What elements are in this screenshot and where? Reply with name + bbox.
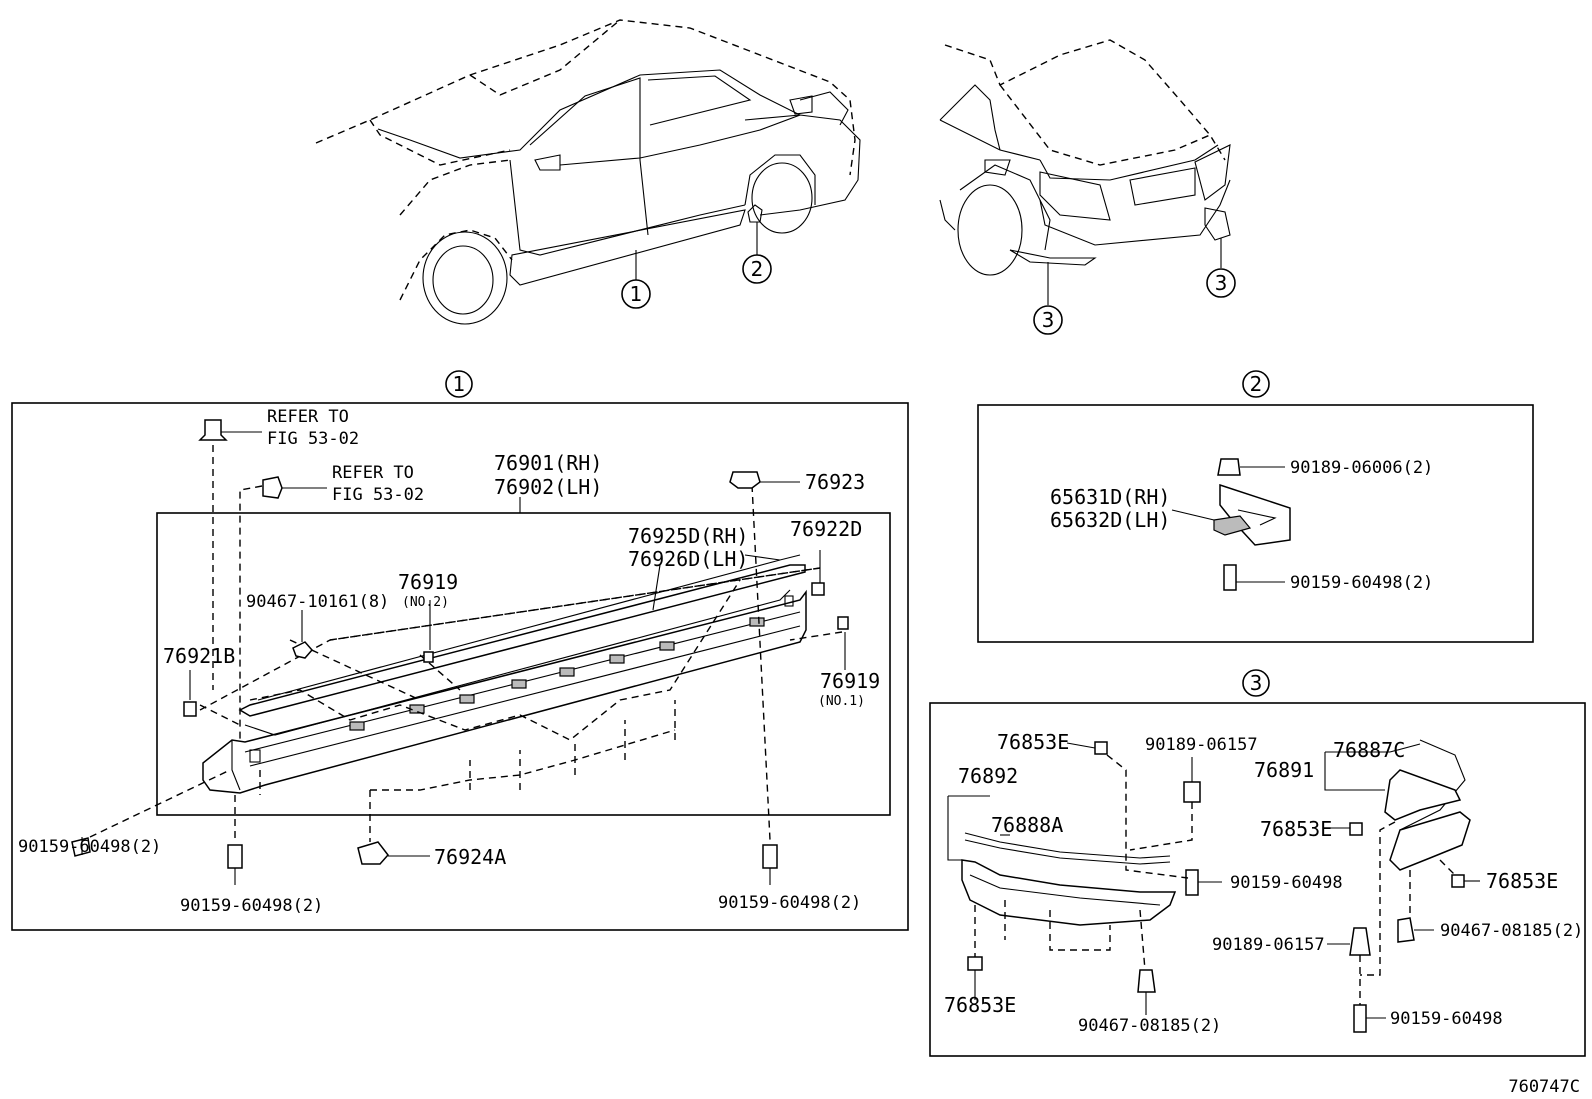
part-90159-60498-s3a: 90159-60498 <box>1230 873 1343 893</box>
section-2-marker: 2 <box>1250 372 1263 396</box>
part-76892: 76892 <box>958 764 1018 788</box>
part-90467-08185-left: 90467-08185(2) <box>1078 1016 1221 1036</box>
rocker-panel-assembly <box>202 554 807 794</box>
section-3-marker: 3 <box>1250 671 1263 695</box>
part-65632d: 65632D(LH) <box>1050 508 1170 532</box>
part-76919-no2: 76919 <box>398 570 458 594</box>
part-76921b: 76921B <box>163 644 235 668</box>
refer-to-label-1: REFER TO <box>267 407 349 427</box>
part-90159-right: 90159-60498(2) <box>718 893 861 913</box>
part-90467-08185-right: 90467-08185(2) <box>1440 921 1583 941</box>
part-90467-10161: 90467-10161(8) <box>246 592 389 612</box>
part-90159-left: 90159-60498(2) <box>18 837 161 857</box>
part-76925d: 76925D(RH) <box>628 524 748 548</box>
part-76888a: 76888A <box>991 813 1063 837</box>
part-76853e-2: 76853E <box>1260 817 1332 841</box>
part-76891: 76891 <box>1254 758 1314 782</box>
part-76853e-3: 76853E <box>1486 869 1558 893</box>
part-76924a: 76924A <box>434 845 506 869</box>
part-90189-06157-1: 90189-06157 <box>1145 735 1258 755</box>
callout-3b: 3 <box>1215 271 1228 295</box>
section-1-fasteners <box>71 419 849 869</box>
refer-to-label-2: REFER TO <box>332 463 414 483</box>
fig-ref-label-1: FIG 53-02 <box>267 429 359 449</box>
callout-2-circle <box>742 254 772 284</box>
part-76902: 76902(LH) <box>494 475 602 499</box>
part-76919-no2-note: (NO.2) <box>402 595 449 610</box>
section-3-frame <box>929 702 1586 1057</box>
part-90159-bottom: 90159-60498(2) <box>180 896 323 916</box>
callout-3a: 3 <box>1042 308 1055 332</box>
section-2-frame <box>977 404 1534 643</box>
part-76919-no1: 76919 <box>820 669 880 693</box>
callout-3a-circle <box>1033 305 1063 335</box>
part-76901: 76901(RH) <box>494 451 602 475</box>
part-90159-60498-s3b: 90159-60498 <box>1390 1009 1503 1029</box>
section-3-circle <box>1242 669 1270 697</box>
part-76853e-4: 76853E <box>944 993 1016 1017</box>
section-1-marker: 1 <box>453 372 466 396</box>
section-2-circle <box>1242 370 1270 398</box>
section-1-frame <box>11 402 909 931</box>
figure-id: 760747C <box>1508 1077 1580 1097</box>
part-76919-no1-note: (NO.1) <box>818 694 865 709</box>
section-1-leader-lines <box>81 431 846 885</box>
part-76887c: 76887C <box>1333 738 1405 762</box>
rear-spoiler-right <box>1349 739 1471 1033</box>
part-76853e-1: 76853E <box>997 730 1069 754</box>
section-1-circle <box>445 370 473 398</box>
part-65631d: 65631D(RH) <box>1050 485 1170 509</box>
callout-2: 2 <box>751 257 764 281</box>
rear-spoiler-left <box>961 741 1201 993</box>
part-76922d: 76922D <box>790 517 862 541</box>
callout-3b-circle <box>1206 268 1236 298</box>
mudguard-bracket <box>1171 458 1291 591</box>
part-76923: 76923 <box>805 470 865 494</box>
part-90189-06006: 90189-06006(2) <box>1290 458 1433 478</box>
sedan-rear-view <box>939 39 1231 305</box>
section-1-inner-frame <box>156 512 891 816</box>
callout-1: 1 <box>630 282 643 306</box>
section-3-leaders <box>947 742 1480 1019</box>
part-90189-06157-2: 90189-06157 <box>1212 935 1325 955</box>
sedan-side-view <box>315 19 861 325</box>
callout-1-circle <box>621 279 651 309</box>
fig-ref-label-2: FIG 53-02 <box>332 485 424 505</box>
part-76926d: 76926D(LH) <box>628 547 748 571</box>
part-90159-60498-s2: 90159-60498(2) <box>1290 573 1433 593</box>
section-1-leaders <box>89 445 843 842</box>
